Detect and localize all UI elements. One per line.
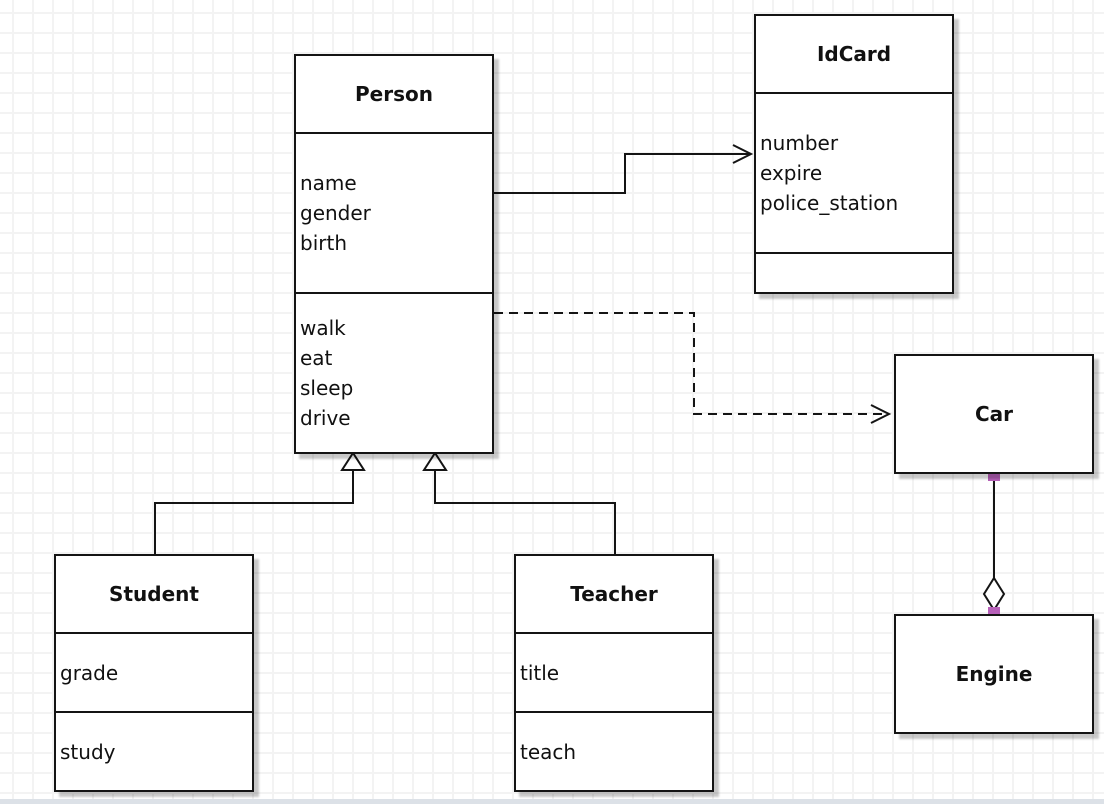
hollow-diamond-icon (982, 576, 1006, 612)
horizontal-scrollbar-track[interactable] (0, 799, 1104, 804)
class-idcard-attributes: number expire police_station (756, 94, 952, 254)
edge-aggregation-car-engine[interactable] (982, 469, 1006, 619)
class-car[interactable]: Car (894, 354, 1094, 474)
class-engine-title: Engine (955, 662, 1033, 686)
class-person[interactable]: Person name gender birth walk eat sleep … (294, 54, 494, 454)
class-teacher-attributes: title (516, 634, 712, 713)
class-student-attributes: grade (56, 634, 252, 713)
attribute-label: police_station (760, 191, 899, 215)
class-teacher[interactable]: Teacher title teach (514, 554, 714, 792)
class-idcard-title: IdCard (756, 16, 952, 94)
class-person-attributes: name gender birth (296, 134, 492, 294)
method-label: teach (520, 739, 577, 764)
open-arrow-icon (732, 144, 754, 164)
class-student-methods: study (56, 713, 252, 790)
class-student[interactable]: Student grade study (54, 554, 254, 792)
attribute-label: name (300, 171, 357, 195)
class-engine[interactable]: Engine (894, 614, 1094, 734)
method-label: drive (300, 406, 351, 430)
open-arrow-icon (870, 404, 892, 424)
attribute-label: title (520, 660, 560, 685)
edge-generalization-student-person[interactable] (154, 451, 366, 554)
class-idcard[interactable]: IdCard number expire police_station (754, 14, 954, 294)
method-label: study (60, 739, 116, 764)
edge-dependency-person-car[interactable] (494, 312, 892, 424)
class-teacher-title: Teacher (516, 556, 712, 634)
edge-association-person-idcard[interactable] (494, 144, 754, 194)
class-car-title: Car (974, 402, 1014, 426)
attribute-label: grade (60, 660, 119, 685)
edge-generalization-teacher-person[interactable] (422, 451, 616, 554)
method-label: eat (300, 346, 333, 370)
class-teacher-methods: teach (516, 713, 712, 790)
class-student-title: Student (56, 556, 252, 634)
class-person-title: Person (296, 56, 492, 134)
attribute-label: expire (760, 161, 823, 185)
class-person-methods: walk eat sleep drive (296, 294, 492, 452)
method-label: walk (300, 316, 346, 340)
attribute-label: birth (300, 231, 347, 255)
attribute-label: number (760, 131, 839, 155)
class-idcard-methods (756, 254, 952, 292)
attribute-label: gender (300, 201, 371, 225)
method-label: sleep (300, 376, 354, 400)
hollow-triangle-icon (340, 451, 366, 471)
hollow-triangle-icon (422, 451, 448, 471)
